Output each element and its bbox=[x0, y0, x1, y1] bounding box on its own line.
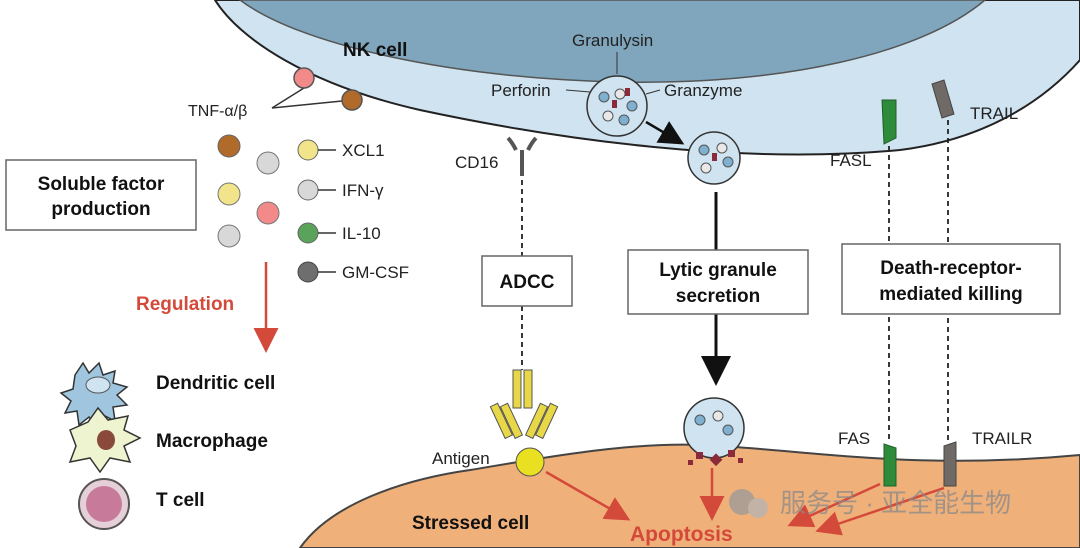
tnf-label: TNF-α/β bbox=[188, 103, 247, 120]
antibody-icon bbox=[489, 369, 559, 440]
lytic-line1: Lytic granule bbox=[659, 260, 777, 281]
tnf-molecules bbox=[271, 67, 363, 111]
trail-label: TRAIL bbox=[970, 104, 1018, 123]
fas-apoptosis-arrow bbox=[787, 482, 881, 528]
legend-il10: IL-10 bbox=[342, 224, 381, 243]
antigen-icon bbox=[515, 447, 545, 477]
t-cell-icon bbox=[78, 478, 130, 530]
cytokine-legend: XCL1 IFN-γ IL-10 GM-CSF bbox=[297, 139, 409, 283]
legend-xcl1: XCL1 bbox=[342, 141, 385, 160]
granulysin-label: Granulysin bbox=[572, 31, 653, 50]
perforin-label: Perforin bbox=[491, 81, 551, 100]
trailr-label: TRAILR bbox=[972, 429, 1032, 448]
fas-receptor-icon bbox=[883, 443, 897, 487]
gm-csf-icon bbox=[297, 261, 319, 283]
apoptosis-label: Apoptosis bbox=[630, 523, 733, 546]
tnf-beta-icon bbox=[341, 89, 363, 111]
soluble-factor-box bbox=[5, 159, 197, 231]
tnf-alpha-icon bbox=[293, 67, 315, 89]
macrophage-label: Macrophage bbox=[156, 431, 268, 452]
dendritic-cell-label: Dendritic cell bbox=[156, 373, 275, 394]
death-line1: Death-receptor- bbox=[880, 258, 1021, 279]
trailr-receptor-icon bbox=[943, 441, 957, 487]
fasl-icon bbox=[881, 99, 897, 145]
watermark: 服务号 · 亚全能生物 bbox=[729, 488, 1011, 518]
fasl-label: FASL bbox=[830, 151, 872, 170]
nk-cell-title: NK cell bbox=[343, 40, 407, 61]
cd16-label: CD16 bbox=[455, 153, 498, 172]
lytic-line2: secretion bbox=[676, 286, 760, 307]
stressed-cell-title: Stressed cell bbox=[412, 513, 529, 534]
legend-gm-csf: GM-CSF bbox=[342, 263, 409, 282]
ifn-gamma-icon bbox=[297, 179, 319, 201]
adcc-box bbox=[481, 255, 573, 307]
dendritic-cell-icon bbox=[59, 361, 129, 429]
antigen-label: Antigen bbox=[432, 449, 490, 468]
fas-label: FAS bbox=[838, 429, 870, 448]
death-line2: mediated killing bbox=[879, 284, 1023, 305]
granzyme-label: Granzyme bbox=[664, 81, 742, 100]
watermark-text: 服务号 · 亚全能生物 bbox=[780, 488, 1011, 518]
granule-release-icon bbox=[683, 397, 745, 467]
macrophage-icon bbox=[68, 406, 142, 474]
soluble-line1: Soluble factor bbox=[38, 174, 165, 195]
lytic-box bbox=[627, 249, 809, 315]
regulation-label: Regulation bbox=[136, 294, 234, 315]
granule-docked-icon bbox=[687, 131, 741, 185]
adcc-label: ADCC bbox=[500, 272, 555, 293]
xcl1-icon bbox=[297, 139, 319, 161]
granule-move-arrow bbox=[645, 120, 685, 145]
t-cell-label: T cell bbox=[156, 490, 205, 511]
trail-icon bbox=[931, 79, 955, 119]
granule-icon bbox=[586, 75, 648, 137]
trail-apoptosis-arrow bbox=[815, 486, 945, 536]
legend-ifn-gamma: IFN-γ bbox=[342, 181, 384, 200]
cd16-receptor-icon bbox=[506, 136, 538, 176]
death-receptor-box bbox=[841, 243, 1061, 315]
soluble-line2: production bbox=[51, 199, 150, 220]
il10-icon bbox=[297, 222, 319, 244]
secreted-cytokines bbox=[217, 134, 280, 248]
adcc-apoptosis-arrow bbox=[545, 470, 631, 521]
nk-cell bbox=[213, 0, 1080, 156]
